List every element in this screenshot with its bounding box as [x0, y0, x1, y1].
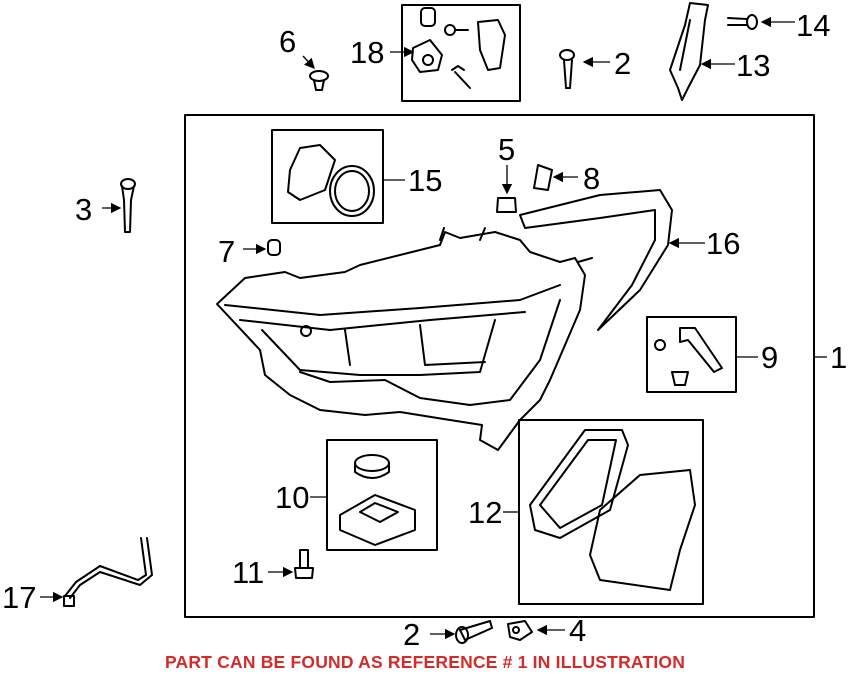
- callout-10: 10: [275, 480, 309, 515]
- box-9: [646, 316, 737, 393]
- callout-2-bottom: 2: [403, 617, 420, 652]
- part-17-hose: [63, 537, 153, 607]
- callout-7: 7: [218, 234, 235, 269]
- part-3-bolt: [120, 178, 136, 233]
- callout-8: 8: [583, 161, 600, 196]
- callout-15: 15: [408, 163, 442, 198]
- part-18-parts: [411, 7, 506, 89]
- part-4-nut: [507, 620, 533, 641]
- callout-18: 18: [350, 35, 384, 70]
- callout-11: 11: [232, 555, 264, 590]
- callout-14: 14: [796, 8, 830, 43]
- headlight-assembly: [216, 227, 593, 451]
- part-2-screw-bottom: [455, 620, 493, 644]
- callout-16: 16: [706, 226, 740, 261]
- callout-17: 17: [2, 580, 36, 615]
- part-15-bulb-cap: [287, 144, 375, 217]
- part-16-seal: [519, 189, 673, 331]
- box-10: [326, 439, 438, 551]
- callout-12: 12: [468, 495, 502, 530]
- box-18: [401, 4, 521, 102]
- callout-13: 13: [736, 48, 770, 83]
- part-7-grommet: [267, 239, 281, 256]
- part-9-kit: [654, 327, 723, 386]
- part-14-bolt: [727, 14, 758, 30]
- callout-2: 2: [614, 46, 631, 81]
- callout-9: 9: [761, 340, 778, 375]
- callout-3: 3: [75, 192, 92, 227]
- part-12-cover: [529, 429, 696, 591]
- part-2-screw-top: [559, 49, 575, 89]
- part-11-bolt: [294, 549, 314, 579]
- callout-1: 1: [830, 340, 847, 375]
- part-6-clip: [309, 70, 329, 91]
- part-10-module: [339, 454, 416, 546]
- assembly-frame: [184, 114, 815, 618]
- part-5-nut: [496, 197, 517, 213]
- reference-note: PART CAN BE FOUND AS REFERENCE # 1 IN IL…: [164, 652, 686, 672]
- callout-4: 4: [569, 613, 586, 648]
- callout-5: 5: [498, 132, 515, 167]
- callout-6: 6: [279, 24, 296, 59]
- part-13-bracket: [669, 2, 709, 101]
- box-15: [271, 129, 384, 224]
- part-8-sensor: [533, 164, 553, 191]
